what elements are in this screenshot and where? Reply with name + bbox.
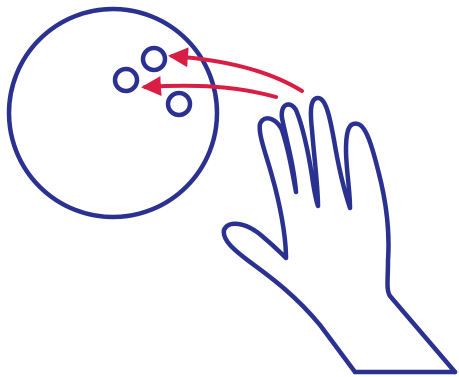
ring-finger-hole (115, 69, 137, 91)
thumb-hole (168, 93, 190, 115)
middle-finger-hole (143, 48, 165, 70)
right-hand (224, 98, 455, 372)
ring-finger-arrow (145, 86, 276, 97)
